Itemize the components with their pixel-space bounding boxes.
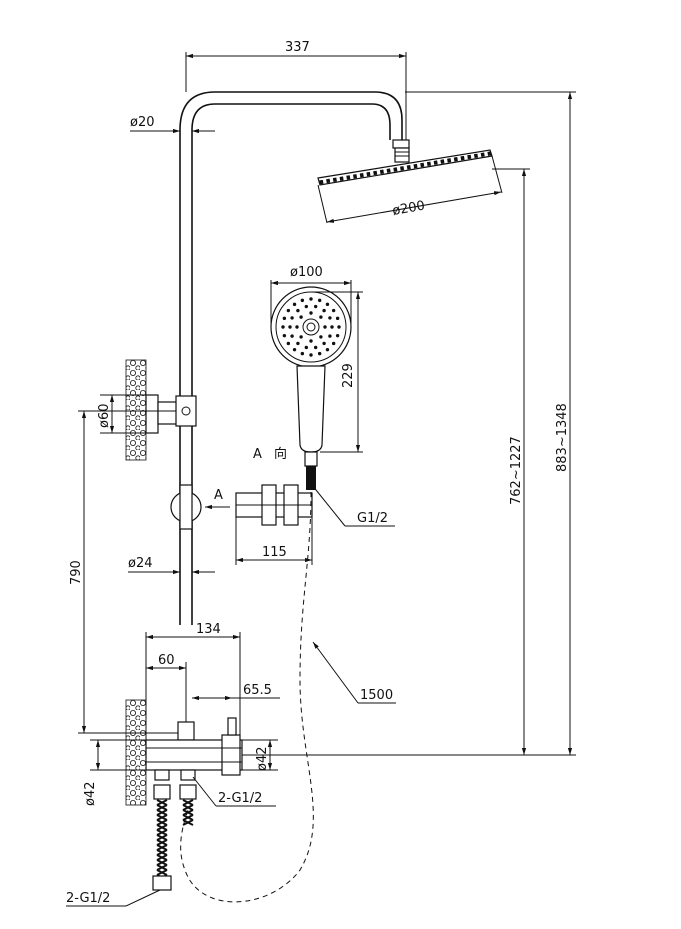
dim-head-dia: ø200 [391,199,426,219]
dim-range-762: 762~1227 [509,436,524,505]
dimension-lines [66,52,576,907]
dim-height-790: 790 [69,560,84,585]
mixer-valve [125,699,243,806]
inlet-hoses [152,784,197,891]
dim-inlet-dia: ø42 [83,782,98,807]
rain-shower-head [317,139,493,186]
dim-depth-134: 134 [196,622,221,637]
dimension-labels: 337 ø20 ø200 ø100 229 A 向 A G1/2 115 ø24… [66,40,570,906]
dim-hand-len: 229 [341,363,356,388]
slide-holder [170,484,230,530]
dim-bar-dia: ø24 [128,556,153,571]
upper-wall-bracket [125,359,197,461]
dim-337: 337 [285,40,310,55]
dim-depth-60: 60 [158,653,175,668]
dim-depth-655: 65.5 [243,683,272,698]
dim-hose-len: 1500 [360,688,393,703]
hand-shower-holder [235,484,313,526]
dim-holder-width: 115 [262,545,287,560]
dim-range-883: 883~1348 [555,403,570,472]
dim-mount-dia: ø60 [97,404,112,429]
dim-hand-dia: ø100 [290,265,323,280]
view-label-a: A [253,447,262,462]
view-label-dir: 向 [274,446,287,462]
dim-pipe-dia: ø20 [130,115,155,130]
dim-conn-g12: G1/2 [357,511,388,526]
riser-pipe [179,91,403,625]
hand-shower [270,286,352,490]
shower-hose [180,491,314,903]
dim-inlets-g12: 2-G1/2 [218,791,262,806]
dim-hoses-g12: 2-G1/2 [66,891,110,906]
dim-body-dia: ø42 [255,747,270,772]
view-marker-a: A [214,488,223,503]
